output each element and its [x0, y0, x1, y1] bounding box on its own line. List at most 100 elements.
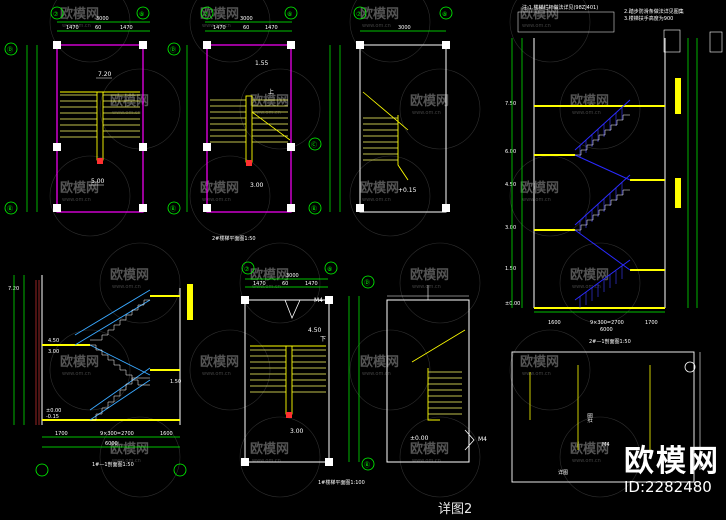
plan2-dim-top: 3000 [240, 16, 253, 22]
watermark-text: 欧模网 [250, 93, 289, 109]
section1-level-1: 4.50 [48, 338, 59, 344]
plan2-axis-b: Ⓑ [170, 205, 176, 213]
plan3-elev: +0.15 [398, 187, 417, 194]
plan4-caption: 1#楼梯平面图1:100 [318, 479, 365, 486]
watermark-url: www.om.cn [362, 23, 391, 29]
section1-level-5: -0.15 [46, 414, 59, 420]
plan4-axis-7: ⑦ [244, 266, 250, 273]
brand-watermark: 欧模网 ID:2282480 [624, 444, 720, 497]
watermark-circle [189, 155, 271, 237]
plan4-dim-top: 3000 [286, 273, 299, 279]
stair-plan-2: 3000 1470 60 1470 ⑦ ⑧ Ⓓ Ⓑ 1.55 [167, 6, 298, 242]
watermark-circle [49, 329, 131, 411]
plan1-axis-d: Ⓓ [7, 46, 13, 54]
plan2-axis-8: ⑧ [287, 11, 292, 18]
watermark-text: 欧模网 [570, 441, 609, 457]
plan2-dim-seg-c: 1470 [265, 25, 278, 31]
watermark-url: www.om.cn [522, 371, 551, 377]
plan2-caption: 2#楼梯平面图1:50 [212, 235, 256, 242]
plan2-dim-seg-a: 1470 [213, 25, 226, 31]
stair-plan-4: 3000 1470 60 1470 ⑦ ⑧ Ⓓ Ⓑ M [241, 261, 375, 486]
watermark-circle [559, 416, 641, 498]
watermark-url: www.om.cn [412, 458, 441, 464]
watermark-text: 欧模网 [60, 6, 99, 22]
plan4-dim-seg-b: 60 [282, 281, 288, 287]
watermark-text: 欧模网 [250, 441, 289, 457]
section1-levels: 7.20 4.50 3.00 1.50 ±0.00 -0.15 [8, 286, 181, 420]
watermark-text: 欧模网 [520, 354, 559, 370]
watermark-text: 欧模网 [520, 6, 559, 22]
section2-level-4: 1.50 [505, 266, 516, 272]
watermark-url: www.om.cn [412, 284, 441, 290]
watermark-text: 欧模网 [360, 6, 399, 22]
stair-plan-3: 3000 ⑦ ⑧ Ⓒ Ⓑ +0.15 [308, 6, 453, 215]
section2-total: 6000 [600, 327, 613, 333]
plan2-dim-seg-b: 60 [243, 25, 249, 31]
plan1-dim-top: 3000 [96, 16, 109, 22]
section1-dim-c: 1600 [160, 431, 173, 437]
plan4-dim-seg-a: 1470 [253, 281, 266, 287]
section1-total: 6000 [105, 441, 118, 447]
watermark-url: www.om.cn [522, 197, 551, 203]
watermark-text: 欧模网 [110, 441, 149, 457]
section2-level-0: 7.50 [505, 101, 516, 107]
plan4-axis-8: ⑧ [327, 266, 332, 273]
section1-level-3: 1.50 [170, 379, 181, 385]
watermark-circle [49, 155, 131, 237]
plan1-axis-8: ⑧ [139, 11, 144, 18]
plan4-mark: M4 [314, 297, 323, 304]
watermark-url: www.om.cn [112, 284, 141, 290]
plan4-elev: 4.50 [308, 327, 322, 334]
plan2-axis-7: ⑦ [203, 11, 209, 18]
section1-caption: 1#—1剖面图1:50 [92, 461, 134, 468]
brand-name: 欧模网 [624, 444, 720, 479]
plan5-mark: M4 [478, 436, 487, 443]
watermark-circle [399, 416, 481, 498]
watermark-url: www.om.cn [522, 23, 551, 29]
watermark-circle [99, 416, 181, 498]
watermark-url: www.om.cn [412, 110, 441, 116]
detail-box-caption: 详图 [558, 469, 568, 476]
plan2-axis-d: Ⓓ [170, 46, 176, 54]
watermark-text: 欧模网 [410, 93, 449, 109]
plan4-down: 下 [320, 336, 326, 343]
watermark-circle [239, 242, 321, 324]
watermark-text: 欧模网 [410, 441, 449, 457]
section2-level-1: 6.00 [505, 149, 516, 155]
watermark-circle [349, 0, 431, 63]
watermark-url: www.om.cn [572, 110, 601, 116]
section2-level-3: 3.00 [505, 225, 516, 231]
watermark-circle [349, 329, 431, 411]
watermark-text: 欧模网 [410, 267, 449, 283]
stair-section-1: 1700 9×300=2700 1600 6000 1#—1剖面图1:50 7.… [8, 275, 193, 477]
plan3-axis-8: ⑧ [442, 11, 447, 18]
watermark-layer: 欧模网www.om.cn欧模网www.om.cn欧模网www.om.cn欧模网w… [49, 0, 641, 498]
section1-dim-a: 1700 [55, 431, 68, 437]
plan3-dim-top: 3000 [398, 25, 411, 31]
watermark-url: www.om.cn [202, 23, 231, 29]
detail-box-mark: M4 [602, 442, 610, 448]
watermark-text: 欧模网 [110, 267, 149, 283]
section2-dim-b: 9×300=2700 [590, 320, 624, 326]
watermark-url: www.om.cn [62, 371, 91, 377]
watermark-url: www.om.cn [362, 197, 391, 203]
plan4-axis-d: Ⓓ [364, 279, 370, 287]
watermark-circle [399, 68, 481, 150]
note-3: 3.楼梯扶手高度为900 [624, 15, 673, 22]
watermark-url: www.om.cn [202, 371, 231, 377]
section2-level-2: 4.50 [505, 182, 516, 188]
section2-dim-c: 1700 [645, 320, 658, 326]
watermark-url: www.om.cn [62, 197, 91, 203]
plan1-dim-seg-a: 1470 [66, 25, 79, 31]
note-2: 2.踏步防滑条做法详见图集 [624, 8, 684, 15]
detail-box-label: 详图 [587, 413, 594, 423]
section1-dim-b: 9×300=2700 [100, 431, 134, 437]
section2-notes: 注:1.楼梯栏杆做法详见(98ZJ401) 2.踏步防滑条做法详见图集 3.楼梯… [522, 4, 684, 22]
section2-levels: 7.50 6.00 4.50 3.00 1.50 ±0.00 [505, 101, 520, 307]
watermark-url: www.om.cn [62, 23, 91, 29]
plan2-elev: 1.55 [255, 60, 269, 67]
watermark-text: 欧模网 [200, 180, 239, 196]
brand-id: ID:2282480 [624, 478, 712, 496]
